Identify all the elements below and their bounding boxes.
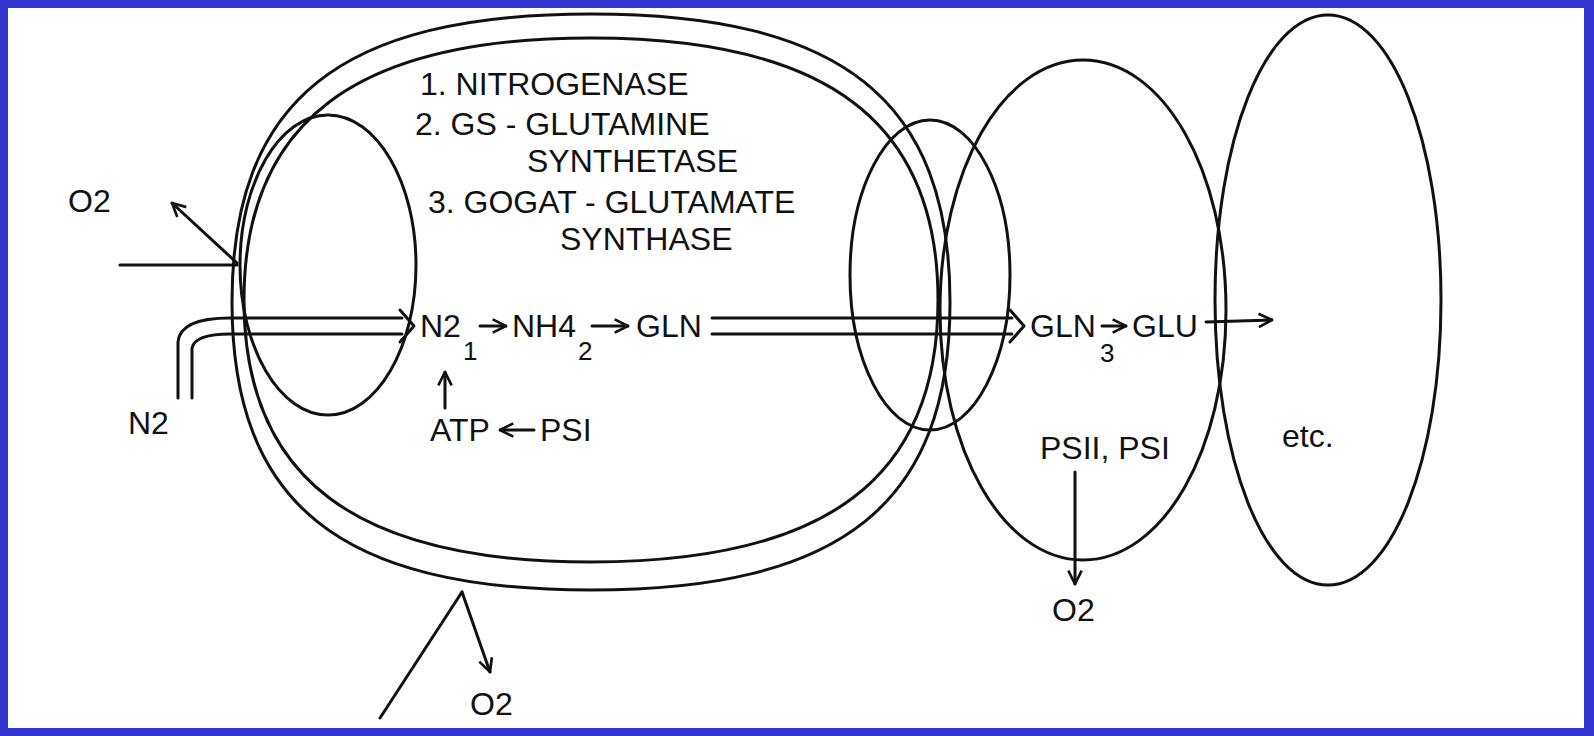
etc-label: etc.: [1282, 418, 1334, 455]
compound-label: NH4: [512, 308, 576, 345]
tube-head: [1010, 310, 1024, 342]
reaction-arrow: [480, 325, 506, 328]
oxygen-arrow: [462, 592, 490, 672]
gln-tube: [712, 317, 1012, 320]
enzyme-label: 2. GS - GLUTAMINE SYNTHETASE: [415, 106, 797, 180]
gas-label: O2: [68, 183, 111, 220]
cell-shape: [1210, 10, 1450, 592]
vegetative-cell: GLN GLU PSII, PSI: [935, 55, 1235, 565]
gas-label: O2: [470, 686, 513, 723]
callout-number: 1: [463, 336, 477, 366]
reaction-arrow: [592, 325, 628, 328]
cell-outline: [940, 60, 1226, 560]
compound-label: N2: [420, 308, 461, 345]
compound-label: GLU: [1132, 308, 1198, 345]
vegetative-cell: etc.: [1210, 10, 1450, 592]
oxygen-line: [120, 264, 237, 267]
gln-tube: [712, 333, 1012, 336]
gas-label: O2: [1052, 592, 1095, 629]
enzyme-label: 3. GOGAT - GLUTAMATE SYNTHASE: [428, 184, 820, 258]
callout-number: 3: [1100, 338, 1114, 368]
polar-plug: [240, 115, 416, 415]
atp-arrow: [444, 372, 447, 408]
heterocyst-cell: 1. NITROGENASE2. GS - GLUTAMINE SYNTHETA…: [222, 8, 964, 598]
photosystem-label: PSI: [540, 412, 592, 449]
n2-tube: [178, 318, 402, 398]
oxygen-arrow: [172, 203, 237, 263]
compound-label: ATP: [430, 412, 490, 449]
n2-tube: [192, 334, 402, 398]
cell-outline: [1215, 15, 1441, 585]
oxygen-line: [380, 592, 462, 718]
psi-arrow: [500, 429, 534, 432]
compound-label: GLN: [636, 308, 702, 345]
compound-label: GLN: [1030, 308, 1096, 345]
reaction-arrow: [1102, 325, 1126, 328]
enzyme-label: 1. NITROGENASE: [420, 66, 689, 103]
callout-number: 2: [578, 336, 592, 366]
inner-envelope: [244, 38, 938, 562]
photosystem-label: PSII, PSI: [1040, 430, 1170, 467]
outer-envelope: [232, 14, 950, 590]
gas-label: N2: [128, 405, 169, 442]
paper-ground: [8, 8, 1584, 728]
oxygen-arrow: [1074, 472, 1077, 584]
polar-plug: [850, 120, 1010, 430]
